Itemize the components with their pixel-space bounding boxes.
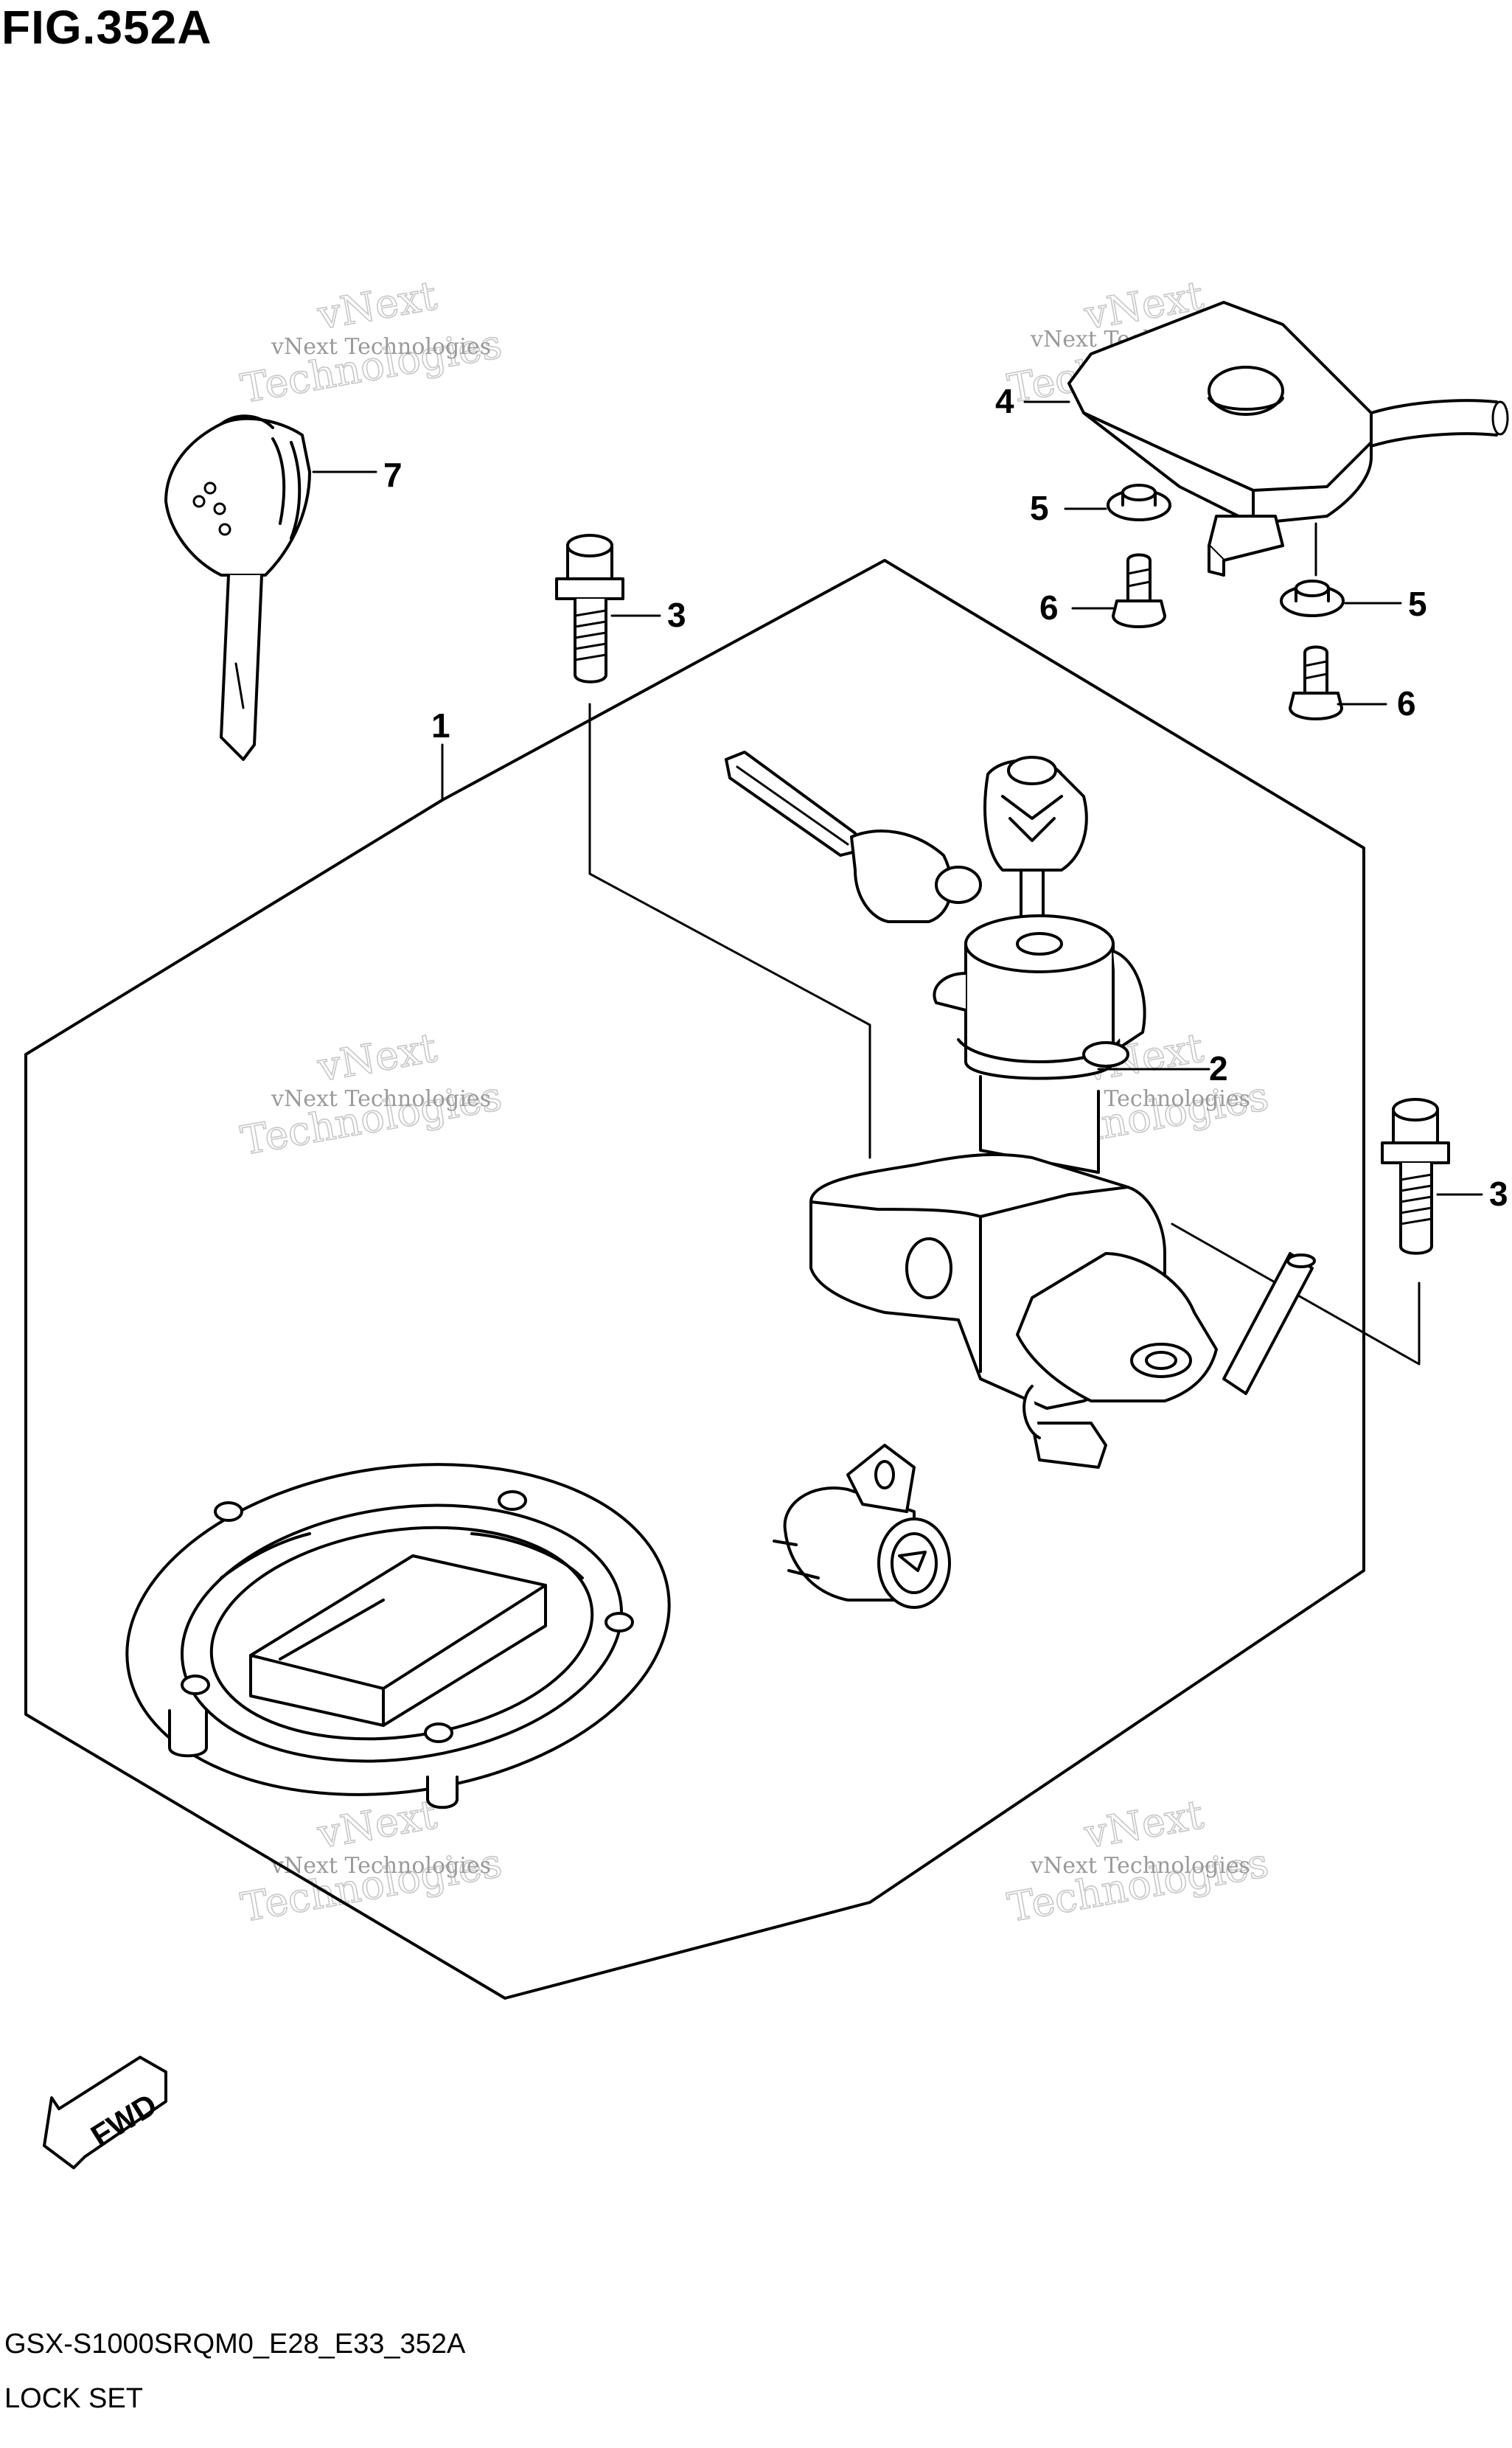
callout-7: 7 [383, 456, 403, 494]
fwd-arrow-icon: FWD [43, 2056, 167, 2169]
watermark-text: vNext Technologies [271, 1853, 491, 1879]
fuel-cap-ring-part [125, 1463, 671, 1809]
watermark-text: vNext Technologies [1030, 1853, 1250, 1879]
callout-5a: 5 [1030, 489, 1049, 527]
screw-part-upper [1071, 553, 1166, 628]
callout-2: 2 [1209, 1049, 1228, 1088]
watermark-text: vNext Technologies [271, 1086, 491, 1112]
svg-text:vNext: vNext [1081, 1791, 1208, 1857]
svg-text:vNext: vNext [314, 272, 441, 338]
key-part [164, 414, 377, 761]
callout-5b: 5 [1408, 585, 1427, 623]
screw-part-lower [1289, 645, 1387, 720]
antenna-unit-part [1023, 301, 1509, 577]
bolt-part-right [1171, 1098, 1483, 1366]
callout-3b: 3 [1489, 1175, 1508, 1213]
model-code-label: GSX-S1000SRQM0_E28_E33_352A [4, 2329, 466, 2360]
callout-6a: 6 [1039, 588, 1059, 627]
grommet-part-upper [1064, 484, 1171, 521]
svg-text:vNext: vNext [314, 1024, 441, 1091]
figure-title: FIG.352A [1, 1, 212, 54]
callout-3a: 3 [667, 596, 686, 634]
bolt-part-left [555, 534, 871, 1159]
watermark-text: vNext Technologies [271, 334, 491, 360]
callout-1: 1 [431, 706, 450, 745]
callout-4: 4 [995, 382, 1014, 420]
part-group-name: LOCK SET [4, 2383, 143, 2414]
svg-text:vNext: vNext [314, 1791, 441, 1857]
seat-lock-cylinder-part [773, 1444, 951, 1609]
callout-6b: 6 [1397, 684, 1416, 723]
grommet-part-lower [1280, 580, 1402, 617]
ignition-switch-part [725, 751, 1316, 1469]
lock-set-frame [24, 559, 1365, 2000]
